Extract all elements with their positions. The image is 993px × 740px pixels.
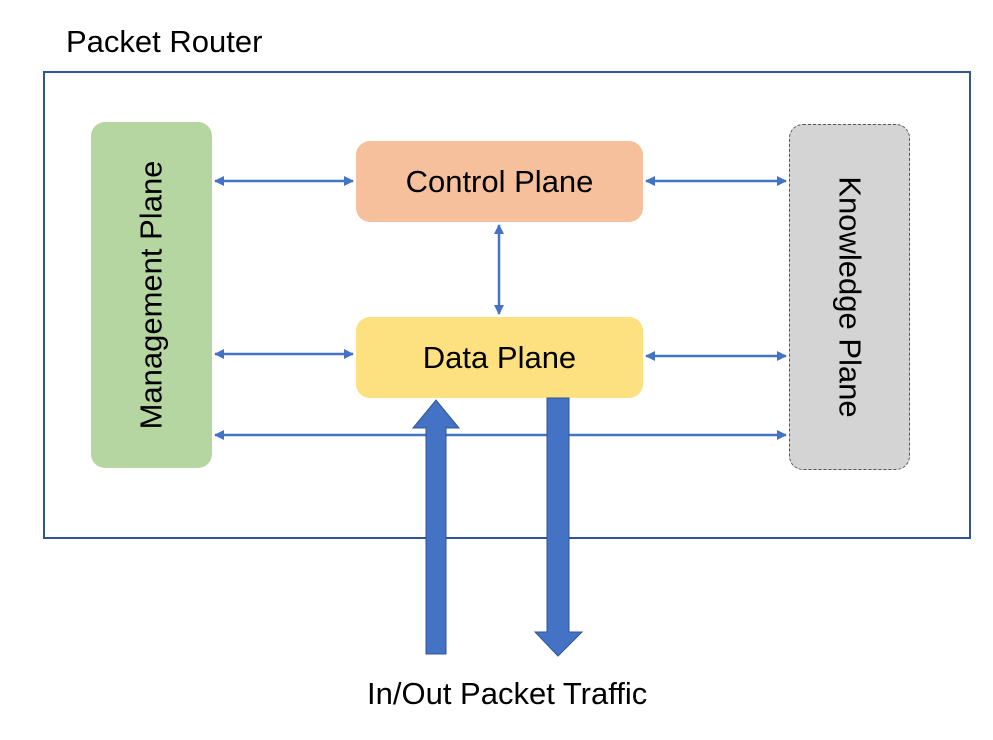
data-plane-box: Data Plane (356, 317, 643, 398)
outbound-traffic-arrow (533, 397, 584, 657)
control-plane-box: Control Plane (356, 141, 643, 222)
diagram-title: Packet Router (66, 24, 263, 59)
management-plane-box: Management Plane (91, 122, 212, 468)
traffic-label: In/Out Packet Traffic (367, 676, 648, 711)
data-plane-label: Data Plane (422, 339, 577, 375)
knowledge-plane-box: Knowledge Plane (789, 124, 910, 470)
control-plane-label: Control Plane (405, 163, 594, 199)
inbound-traffic-arrow (411, 399, 461, 655)
